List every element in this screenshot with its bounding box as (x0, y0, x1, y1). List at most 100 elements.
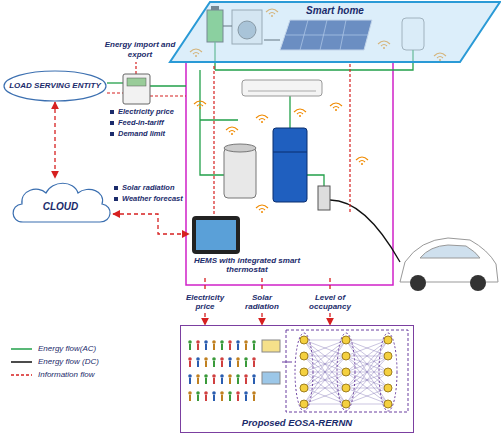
info-flow-arrow (113, 214, 189, 234)
house-symbol (262, 340, 280, 352)
legend: Energy flow(AC)Energy flow (DC) Informati… (10, 342, 99, 381)
network-link (346, 372, 388, 404)
car-wheel (470, 275, 486, 291)
info-label: Energy import and export (104, 40, 176, 59)
dc-cable (330, 200, 400, 262)
neuron (384, 352, 392, 360)
wifi-arc (333, 107, 339, 109)
model-box: Proposed EOSA-RERNN (180, 325, 414, 433)
network-link (304, 356, 346, 404)
node-text: CLOUD (43, 201, 79, 213)
person-head (228, 391, 232, 395)
person-head (196, 357, 200, 361)
network-link (304, 372, 346, 404)
wifi-dot (299, 115, 301, 117)
person-head (236, 357, 240, 361)
person-head (236, 340, 240, 344)
person-head (196, 374, 200, 378)
wifi-arc (259, 119, 265, 121)
label-text: Demand limit (118, 129, 165, 138)
person-body (213, 378, 215, 384)
wifi-dot (261, 211, 263, 213)
neuron (384, 336, 392, 344)
arrow-label: Solar radiation (239, 291, 285, 311)
label-text: Electricity price (118, 107, 174, 116)
person-body (237, 395, 239, 401)
person-body (197, 361, 199, 367)
cloud-shape: CLOUD (8, 178, 113, 224)
wifi-dot (261, 121, 263, 123)
person-head (228, 340, 232, 344)
wifi-arc (226, 127, 238, 130)
neuron (384, 368, 392, 376)
person-body (245, 344, 247, 350)
label-text: Feed-in-tariff (118, 118, 164, 127)
network-link (304, 372, 346, 404)
fridge (273, 128, 307, 202)
info-line (107, 62, 350, 214)
person-body (253, 344, 255, 350)
person-head (212, 391, 216, 395)
entity-ellipse: LOAD SERVING ENTITY (3, 70, 107, 102)
legend-sample (10, 358, 34, 366)
neuron (384, 400, 392, 408)
person-head (228, 357, 232, 361)
label-text: Energy import and export (105, 40, 176, 59)
neuron (300, 368, 308, 376)
person-head (220, 374, 224, 378)
person-head (244, 340, 248, 344)
home-outline (170, 2, 500, 62)
person-body (229, 361, 231, 367)
person-body (253, 378, 255, 384)
wifi-arc (197, 105, 203, 107)
legend-line (11, 374, 32, 376)
legend-row: Information flow (10, 368, 99, 381)
fridge-door (273, 152, 307, 153)
neuron (342, 336, 350, 344)
tablet-screen (196, 220, 236, 250)
person-head (252, 357, 256, 361)
person-body (221, 344, 223, 350)
network-link (346, 404, 388, 405)
person-head (228, 374, 232, 378)
network-link (304, 404, 346, 405)
bullet (110, 110, 114, 114)
person-body (205, 344, 207, 350)
bullet (110, 121, 114, 125)
network-link (346, 340, 388, 404)
person-body (245, 361, 247, 367)
wifi-arc (259, 209, 265, 211)
info-label: Solar radiation (114, 183, 175, 192)
wifi-dot (231, 133, 233, 135)
person-body (189, 344, 191, 350)
wifi-dot (199, 107, 201, 109)
wifi-arc (256, 115, 268, 118)
network-frame (286, 330, 408, 412)
person-body (237, 378, 239, 384)
neuron (342, 384, 350, 392)
network-link (304, 356, 346, 404)
person-body (205, 378, 207, 384)
person-body (213, 361, 215, 367)
label-text: Solar radiation (122, 183, 175, 192)
person-body (253, 361, 255, 367)
person-head (212, 374, 216, 378)
person-head (244, 391, 248, 395)
neuron (300, 400, 308, 408)
legend-text: Information flow (38, 370, 94, 379)
legend-line (11, 361, 32, 363)
import-line (107, 82, 123, 83)
legend-row: Energy flow (DC) (10, 355, 99, 368)
legend-row: Energy flow(AC) (10, 342, 99, 355)
info-flow-arrow (54, 102, 55, 178)
tablet (192, 216, 240, 254)
person-head (188, 357, 192, 361)
air-conditioner (242, 80, 322, 96)
network-link (304, 340, 346, 372)
neuron (300, 336, 308, 344)
person-head (252, 340, 256, 344)
node-outline (8, 178, 113, 224)
wifi-arc (229, 131, 235, 133)
person-body (229, 395, 231, 401)
